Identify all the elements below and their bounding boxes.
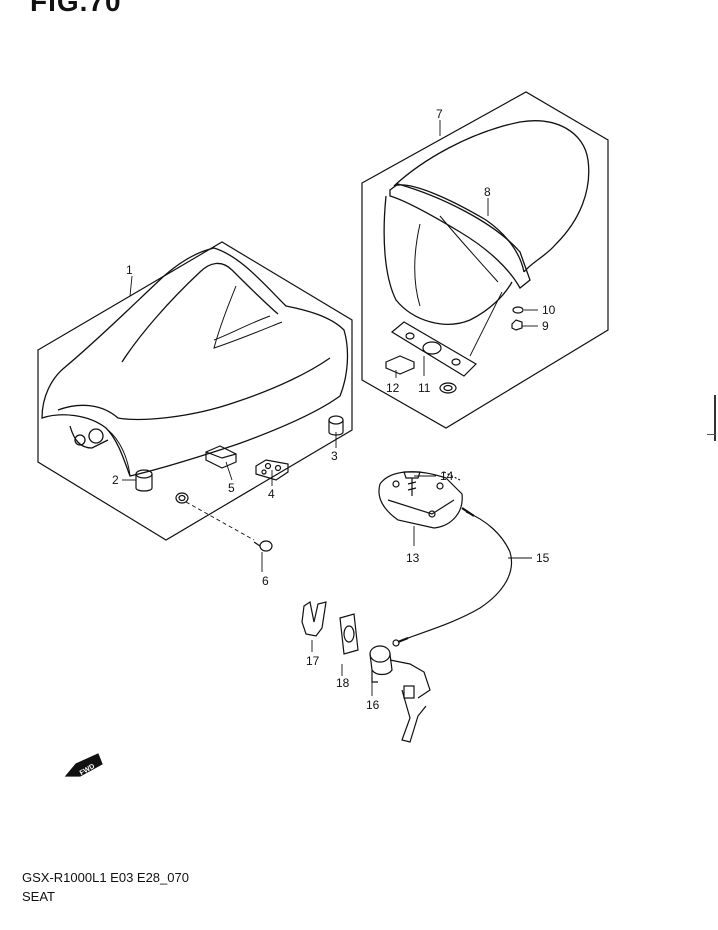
washer-10 [512,306,524,314]
callout-7: 7 [436,107,443,121]
leader-1 [129,275,133,297]
hook-clip [255,459,289,481]
rubber-bumper [135,469,153,492]
nut-9 [511,319,523,331]
callout-labels: 1 2 3 4 5 6 7 8 9 10 11 12 13 14 15 16 1… [79,107,556,777]
grommet [175,492,189,504]
callout-15: 15 [536,551,550,565]
model-code: GSX-R1000L1 E03 E28_070 [22,870,189,885]
callout-9: 9 [542,319,549,333]
rear-seat-plate [390,321,477,377]
page-edge-mark [714,395,716,441]
callout-4: 4 [268,487,275,501]
clip-18 [339,613,359,655]
callout-11: 11 [418,381,431,395]
bracket-17 [301,601,327,637]
callout-12: 12 [386,381,400,395]
front-seat [41,247,349,477]
callout-10: 10 [542,303,556,317]
callout-16: 16 [366,698,380,712]
callout-6: 6 [262,574,269,588]
section-name: SEAT [22,889,55,904]
seat-damper [205,445,237,469]
callout-3: 3 [331,449,338,463]
seat-lock-cylinder [369,645,431,743]
callout-18: 18 [336,676,350,690]
callout-5: 5 [228,481,235,495]
callout-13: 13 [406,551,420,565]
seat-lock-cable [392,471,512,647]
rear-seat-group-box [361,91,609,429]
callout-1: 1 [126,263,133,277]
leader-5 [225,461,233,481]
rubber-cushion [328,415,344,436]
fwd-arrow [64,753,103,777]
figure-title: FIG.70 [30,0,122,17]
screw-6 [253,540,273,552]
callout-14: 14 [440,469,454,483]
rear-seat-cover [383,120,590,325]
callout-8: 8 [484,185,491,199]
callout-2: 2 [112,473,119,487]
pad-12 [385,355,415,375]
callout-17: 17 [306,654,320,668]
seat-lock-latch [378,471,463,529]
page-edge-tick [707,434,716,435]
front-seat-group-box [37,241,353,541]
